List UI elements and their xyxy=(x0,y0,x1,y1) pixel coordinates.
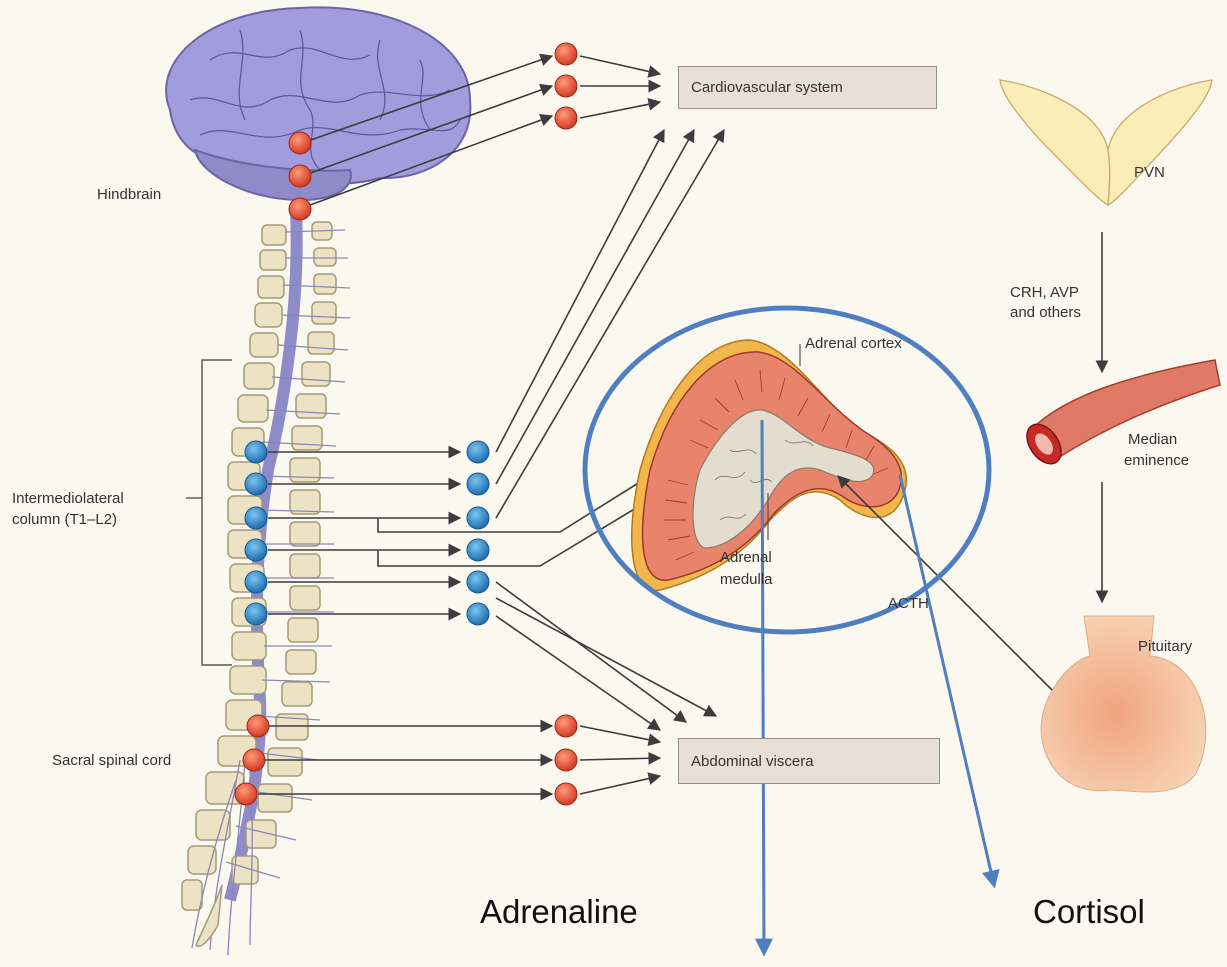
label-crh-2: and others xyxy=(1010,303,1081,322)
label-pvn: PVN xyxy=(1134,163,1165,182)
pvn-shape xyxy=(1000,80,1212,205)
label-hindbrain: Hindbrain xyxy=(97,185,161,204)
label-intermediolateral-1: Intermediolateral xyxy=(12,489,124,508)
label-adrenal-medulla-2: medulla xyxy=(720,570,773,589)
sacral-parasympathetic-pathway xyxy=(258,726,660,794)
label-pituitary: Pituitary xyxy=(1138,637,1192,656)
label-adrenaline: Adrenaline xyxy=(480,893,638,931)
label-median-1: Median xyxy=(1128,430,1177,449)
brain xyxy=(166,7,470,200)
abdominal-viscera-box: Abdominal viscera xyxy=(678,738,940,784)
label-cortisol: Cortisol xyxy=(1033,893,1145,931)
label-cardiovascular-system: Cardiovascular system xyxy=(691,79,843,96)
label-adrenal-cortex: Adrenal cortex xyxy=(805,334,902,353)
label-abdominal-viscera: Abdominal viscera xyxy=(691,753,814,770)
label-acth: ACTH xyxy=(888,594,929,613)
sympathetic-neurons xyxy=(245,441,489,625)
median-eminence-vessel xyxy=(1020,360,1220,470)
label-median-2: eminence xyxy=(1124,451,1189,470)
label-crh-1: CRH, AVP xyxy=(1010,283,1079,302)
cardiovascular-system-box: Cardiovascular system xyxy=(678,66,937,109)
label-intermediolateral-2: column (T1–L2) xyxy=(12,510,117,529)
label-sacral-spinal-cord: Sacral spinal cord xyxy=(52,751,171,770)
label-adrenal-medulla-1: Adrenal xyxy=(720,548,772,567)
